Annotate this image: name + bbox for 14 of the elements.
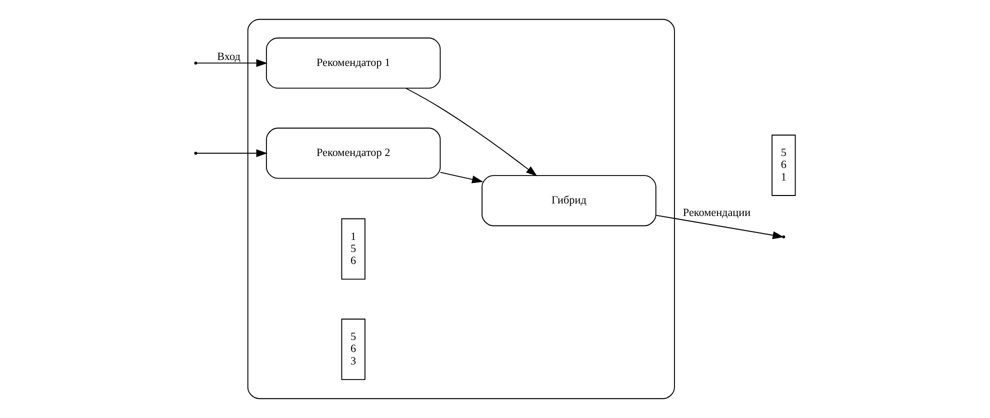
node-box: 5 6 3 — [341, 318, 366, 380]
node-box: 1 5 6 — [341, 218, 366, 280]
arrow — [440, 172, 484, 184]
arrow — [405, 88, 538, 176]
node-box: 5 6 1 — [772, 134, 796, 196]
arrow — [196, 149, 268, 158]
node-box: Рекомендатор 1 — [266, 38, 441, 89]
arrow — [196, 59, 268, 67]
edge-label: Вход — [217, 50, 240, 63]
node-box: Рекомендатор 2 — [266, 128, 441, 179]
arrow — [656, 214, 784, 240]
edge-label: Рекомендации — [682, 207, 751, 220]
cluster — [247, 18, 675, 400]
node-box: Гибрид — [482, 175, 656, 226]
